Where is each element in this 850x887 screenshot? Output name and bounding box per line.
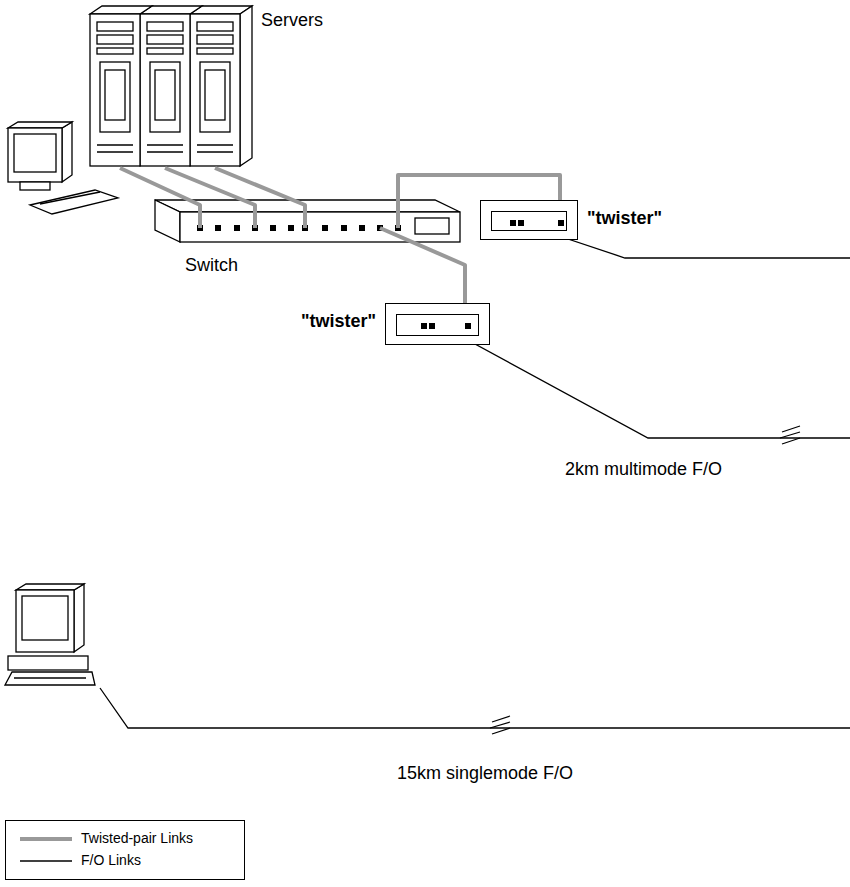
port-jack	[510, 220, 516, 226]
media-converter: "twister"	[480, 200, 578, 240]
legend-label: Twisted-pair Links	[81, 829, 193, 847]
media-converter: "twister"	[385, 303, 490, 345]
network-switch: Switch	[155, 197, 460, 242]
port-jack	[558, 220, 564, 226]
node-label: Servers	[261, 9, 323, 31]
console-terminal	[8, 122, 118, 214]
converter-face	[396, 314, 479, 336]
legend-box: Twisted-pair LinksF/O Links	[5, 820, 245, 880]
port-jack	[429, 323, 435, 329]
legend-label: F/O Links	[81, 851, 141, 869]
link-caption: 2km multimode F/O	[565, 458, 722, 480]
port-jack	[421, 323, 427, 329]
server-group: Servers	[88, 5, 253, 168]
node-label: "twister"	[301, 310, 376, 332]
port-jack	[518, 220, 524, 226]
link-caption: 15km singlemode F/O	[397, 762, 573, 784]
remote-workstation	[5, 584, 95, 685]
switch-ports	[197, 225, 401, 231]
legend-sample	[20, 860, 72, 861]
legend-sample	[20, 837, 72, 841]
twisted-pair-link	[215, 168, 305, 228]
fiber-links	[100, 228, 850, 734]
server-towers	[90, 6, 252, 166]
converter-face	[491, 211, 567, 231]
node-label: "twister"	[587, 207, 662, 229]
node-label: Switch	[185, 254, 238, 276]
port-jack	[465, 323, 471, 329]
